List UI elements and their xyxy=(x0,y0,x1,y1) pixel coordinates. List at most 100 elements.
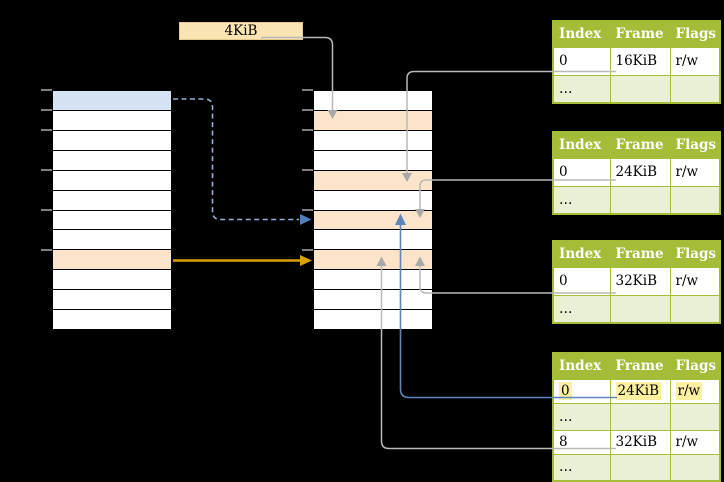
page-table-4-row-0: 0 24KiB r/w xyxy=(552,378,721,404)
page-table-cell: r/w xyxy=(669,429,721,455)
page-table-cell: 0 xyxy=(552,266,611,296)
physical-memory-column xyxy=(313,90,433,330)
address-tick xyxy=(41,89,52,91)
page-table-3-row-1: … xyxy=(552,294,721,324)
page-table-4-header-index: Index xyxy=(552,352,611,380)
address-tick xyxy=(41,129,52,131)
address-tick xyxy=(302,129,313,131)
page-table-2-header-flags: Flags xyxy=(669,131,721,159)
physical-frame-row-2 xyxy=(314,130,432,151)
physical-frame-row-4-orange xyxy=(314,170,432,191)
page-size-label: 4KiB xyxy=(179,22,303,40)
physical-frame-row-7 xyxy=(314,230,432,251)
arrow-virtual-page0-dashed xyxy=(173,98,312,225)
page-table-cell: 24KiB xyxy=(609,378,671,404)
virtual-page-row-8-orange xyxy=(53,250,171,271)
page-table-cell: 32KiB xyxy=(609,429,671,455)
page-table-cell: … xyxy=(552,294,611,324)
page-table-cell: 32KiB xyxy=(609,266,671,296)
page-table-cell: r/w xyxy=(669,266,721,296)
arrow-virtual-page-orange xyxy=(173,255,312,266)
page-table-3-header-index: Index xyxy=(552,240,611,268)
highlighted-entry-value: 0 xyxy=(559,382,572,400)
physical-frame-row-5 xyxy=(314,190,432,211)
virtual-page-row-2 xyxy=(53,130,171,151)
highlighted-entry-value: 24KiB xyxy=(615,382,662,400)
virtual-page-row-6 xyxy=(53,210,171,231)
address-tick xyxy=(41,249,52,251)
page-table-cell: … xyxy=(552,402,611,431)
page-table-2-header-index: Index xyxy=(552,131,611,159)
virtual-page-row-0-blue xyxy=(53,91,171,111)
page-table-4-row-3: … xyxy=(552,453,721,482)
virtual-page-row-9 xyxy=(53,270,171,291)
page-table-1-row-1: … xyxy=(552,74,721,104)
page-table-2-row-1: … xyxy=(552,185,721,215)
page-table-cell xyxy=(609,294,671,324)
page-table-cell: … xyxy=(552,74,611,104)
virtual-page-row-11 xyxy=(53,310,171,330)
virtual-page-row-7 xyxy=(53,230,171,251)
physical-frame-row-0 xyxy=(314,91,432,111)
page-table-cell: 0 xyxy=(552,157,611,187)
page-table-cell: … xyxy=(552,185,611,215)
virtual-page-row-5 xyxy=(53,190,171,211)
page-table-cell: r/w xyxy=(669,378,721,404)
page-table-1-header-flags: Flags xyxy=(669,20,721,48)
virtual-page-row-1 xyxy=(53,110,171,131)
page-table-4-header-flags: Flags xyxy=(669,352,721,380)
address-tick xyxy=(41,209,52,211)
physical-frame-row-9 xyxy=(314,270,432,291)
address-tick xyxy=(302,209,313,211)
page-table-4-row-1: … xyxy=(552,402,721,431)
page-table-cell: 8 xyxy=(552,429,611,455)
page-table-cell xyxy=(669,453,721,482)
physical-frame-row-1-orange xyxy=(314,110,432,131)
page-table-cell xyxy=(609,453,671,482)
page-table-cell: 16KiB xyxy=(609,46,671,76)
page-table-1-header-frame: Frame xyxy=(609,20,671,48)
page-table-4-header-frame: Frame xyxy=(609,352,671,380)
page-table-cell xyxy=(609,185,671,215)
address-tick xyxy=(302,109,313,111)
physical-frame-row-8-orange xyxy=(314,250,432,271)
page-table-2-header-frame: Frame xyxy=(609,131,671,159)
page-table-cell xyxy=(609,402,671,431)
page-table-cell: 0 xyxy=(552,378,611,404)
physical-frame-row-6-orange xyxy=(314,210,432,231)
physical-frame-row-3 xyxy=(314,150,432,171)
page-size-label-text: 4KiB xyxy=(224,23,258,39)
address-tick xyxy=(41,109,52,111)
page-table-cell: r/w xyxy=(669,157,721,187)
virtual-memory-column xyxy=(52,90,172,330)
virtual-page-row-10 xyxy=(53,290,171,311)
address-tick xyxy=(302,89,313,91)
address-tick xyxy=(302,169,313,171)
page-table-cell: r/w xyxy=(669,46,721,76)
page-table-cell: … xyxy=(552,453,611,482)
page-table-cell xyxy=(669,74,721,104)
page-table-cell: 24KiB xyxy=(609,157,671,187)
page-table-cell xyxy=(609,74,671,104)
page-table-cell xyxy=(669,402,721,431)
virtual-page-row-3 xyxy=(53,150,171,171)
page-table-3-header-flags: Flags xyxy=(669,240,721,268)
address-tick xyxy=(302,249,313,251)
highlighted-entry-value: r/w xyxy=(675,382,703,400)
physical-frame-row-10 xyxy=(314,290,432,311)
page-table-cell xyxy=(669,185,721,215)
physical-frame-row-11 xyxy=(314,310,432,330)
page-table-3-header-frame: Frame xyxy=(609,240,671,268)
page-table-1-header-index: Index xyxy=(552,20,611,48)
address-tick xyxy=(41,169,52,171)
page-table-cell: 0 xyxy=(552,46,611,76)
